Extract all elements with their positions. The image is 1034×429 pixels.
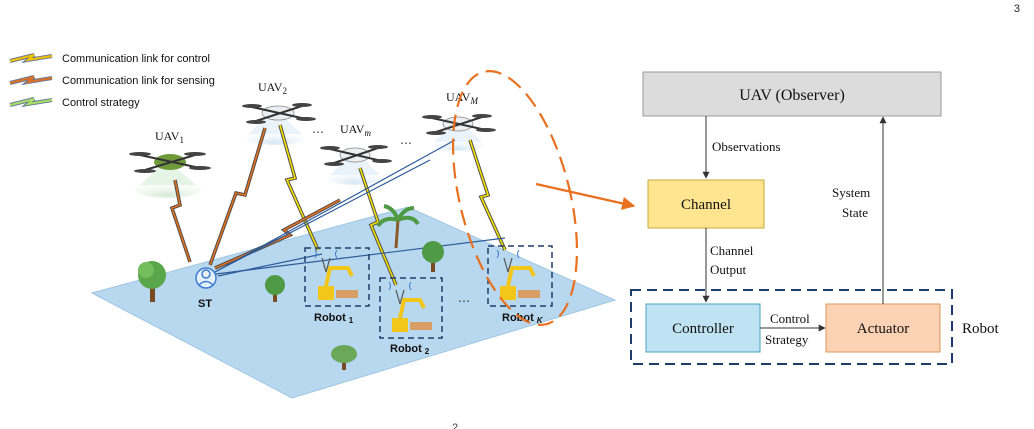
uav-1-label: UAV1 bbox=[155, 129, 184, 145]
system-state-label-line1: System bbox=[832, 185, 870, 200]
tree-icon bbox=[138, 261, 166, 302]
uav-2-drone-icon bbox=[242, 103, 316, 124]
legend: Communication link for control Communica… bbox=[9, 53, 215, 109]
control-strategy-label-line2: Strategy bbox=[765, 332, 809, 347]
robot-arm-icon bbox=[388, 281, 432, 332]
actuator-block bbox=[825, 303, 941, 353]
uav-M-label: UAVM bbox=[446, 90, 478, 106]
robot-arm-icon bbox=[496, 249, 540, 300]
robot-arm-icon bbox=[314, 249, 358, 300]
page-number: 3 bbox=[1014, 3, 1020, 15]
robot-box-label: Robot bbox=[962, 321, 1000, 337]
ground-plane bbox=[90, 206, 617, 399]
robot-dashed-box bbox=[630, 289, 953, 365]
legend-item-control-strategy: Control strategy bbox=[9, 97, 140, 109]
legend-item-sensing-link: Communication link for sensing bbox=[9, 75, 215, 87]
uav-ellipsis-2: ⋯ bbox=[400, 136, 412, 150]
robot-ellipsis: ⋯ bbox=[458, 294, 470, 308]
station-label: ST bbox=[198, 298, 212, 310]
observer-label: UAV (Observer) bbox=[739, 87, 845, 104]
block-diagram: UAV (Observer) Observations Channel Chan… bbox=[630, 71, 1000, 365]
channel-block bbox=[647, 179, 765, 229]
channel-label: Channel bbox=[681, 197, 731, 213]
legend-label-control-link: Communication link for control bbox=[62, 53, 210, 65]
uav-m-drone-icon bbox=[320, 145, 392, 166]
palm-tree-icon bbox=[376, 204, 420, 249]
footer-mark: 2 bbox=[452, 422, 458, 429]
station-icon bbox=[195, 267, 217, 289]
legend-item-control-link: Communication link for control bbox=[9, 53, 210, 65]
controller-label: Controller bbox=[672, 321, 734, 337]
system-state-label-line2: State bbox=[842, 205, 868, 220]
observer-block bbox=[642, 71, 942, 117]
uav-ellipsis-1: ⋯ bbox=[312, 125, 324, 139]
uav-1-drone-icon bbox=[129, 152, 211, 173]
uav-M-drone-icon bbox=[422, 114, 496, 135]
channel-output-label-line1: Channel bbox=[710, 243, 754, 258]
tree-icon bbox=[422, 241, 444, 272]
highlight-arrow bbox=[535, 182, 636, 210]
highlight-ellipse bbox=[451, 70, 579, 326]
tree-icon bbox=[265, 275, 285, 302]
robot-1-dashed-box bbox=[304, 247, 370, 307]
observations-label: Observations bbox=[712, 139, 781, 154]
uav-2-label: UAV2 bbox=[258, 80, 287, 96]
channel-output-label-line2: Output bbox=[710, 262, 747, 277]
tree-icon bbox=[331, 345, 357, 370]
controller-block bbox=[645, 303, 761, 353]
robot-2-dashed-box bbox=[379, 277, 443, 339]
legend-label-control-strategy: Control strategy bbox=[62, 97, 140, 109]
uav-m-label: UAVm bbox=[340, 122, 371, 138]
actuator-label: Actuator bbox=[857, 321, 909, 337]
legend-label-sensing-link: Communication link for sensing bbox=[62, 75, 215, 87]
communication-links bbox=[169, 124, 507, 286]
robot-K-dashed-box bbox=[487, 245, 553, 307]
control-strategy-label-line1: Control bbox=[770, 311, 810, 326]
